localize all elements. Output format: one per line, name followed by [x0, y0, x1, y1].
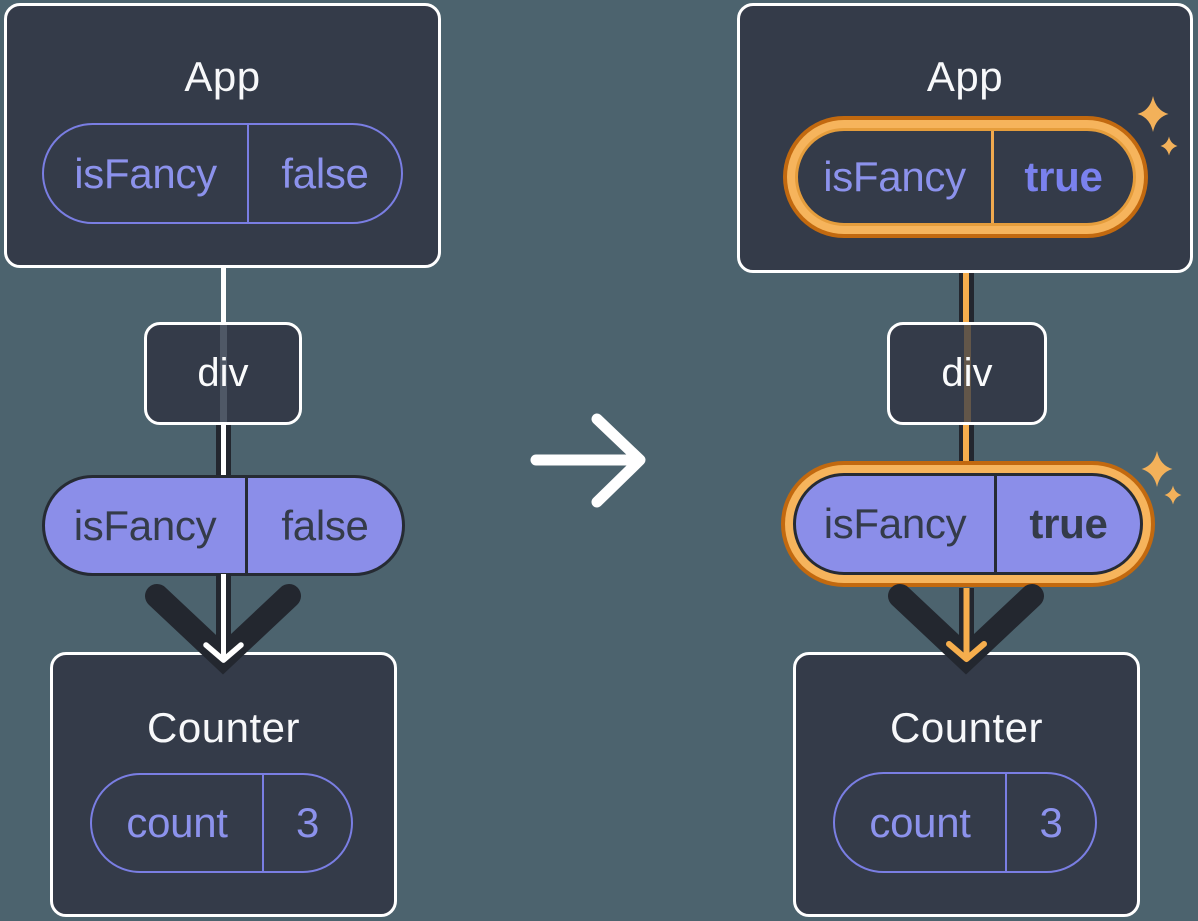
div-node: div [887, 322, 1047, 425]
state-pill: count 3 [833, 772, 1097, 873]
component-title: Counter [147, 704, 300, 751]
component-title: Counter [890, 704, 1043, 751]
passed-prop-pill: isFancy false [42, 475, 405, 576]
right-arrow-icon [530, 413, 646, 508]
component-title: App [926, 53, 1004, 100]
component-title: App [184, 53, 261, 100]
app-to-div-line-core-right [963, 228, 969, 325]
prop-name: isFancy [823, 500, 967, 547]
state-name: count [126, 799, 228, 846]
prop-name: isFancy [73, 501, 217, 549]
app-to-div-line-left [221, 263, 226, 325]
prop-pill-highlighted: isFancy true [795, 128, 1136, 226]
div-to-pill-line-core-left [221, 421, 226, 479]
prop-value: false [245, 478, 402, 573]
state-pill: count 3 [90, 773, 353, 873]
prop-value: false [247, 125, 401, 222]
sparkle-icon [1137, 96, 1178, 156]
prop-value: true [994, 476, 1140, 572]
pass-through-line [964, 325, 971, 422]
state-value: 3 [1005, 774, 1095, 871]
prop-value: true [991, 131, 1133, 223]
down-arrowhead-icon [145, 574, 301, 675]
div-label: div [941, 351, 993, 395]
div-node: div [144, 322, 302, 425]
passed-prop-pill-highlighted: isFancy true [793, 473, 1143, 575]
div-label: div [197, 351, 249, 395]
div-to-pill-line-core-right [963, 421, 969, 479]
prop-name: isFancy [74, 149, 217, 197]
down-arrowhead-icon [888, 584, 1044, 675]
prop-name: isFancy [823, 153, 966, 200]
state-value: 3 [262, 775, 351, 871]
state-name: count [869, 798, 971, 846]
pass-through-line [220, 325, 227, 422]
prop-pill: isFancy false [42, 123, 403, 224]
sparkle-icon [1141, 451, 1182, 505]
